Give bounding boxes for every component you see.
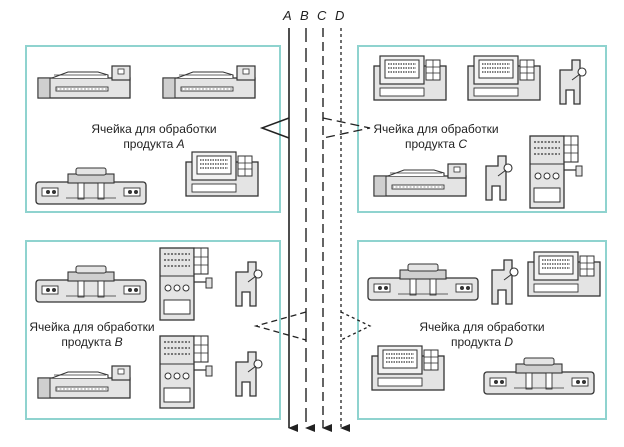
cell-label-d: Ячейка для обработки продукта D — [392, 320, 572, 350]
cell-label-b: Ячейка для обработки продукта B — [2, 320, 182, 350]
cell-label-line2: продукта D — [392, 335, 572, 350]
cnc-machine-icon — [186, 152, 258, 196]
lathe-icon — [38, 366, 130, 398]
lathe-icon — [38, 66, 130, 98]
cnc-machine-icon — [372, 346, 444, 390]
drill-press-icon — [236, 352, 262, 396]
branch-to-cell-a — [262, 118, 289, 138]
branch-to-cell-b — [256, 312, 306, 340]
flow-label-c: C — [317, 8, 326, 23]
cell-label-a: Ячейка для обработки продукта A — [64, 122, 244, 152]
branch-to-cell-d — [341, 312, 370, 340]
lathe-icon — [163, 66, 255, 98]
cell-label-line2: продукта C — [346, 137, 526, 152]
cell-label-line1: Ячейка для обработки — [2, 320, 182, 335]
flow-label-a: A — [283, 8, 292, 23]
milling-machine-icon — [368, 264, 478, 300]
flow-label-b: B — [300, 8, 309, 23]
drill-press-icon — [236, 262, 262, 306]
cell-label-line1: Ячейка для обработки — [346, 122, 526, 137]
milling-machine-icon — [484, 358, 594, 394]
cnc-machine-icon — [528, 252, 600, 296]
machining-center-icon — [530, 136, 582, 208]
cell-label-line1: Ячейка для обработки — [392, 320, 572, 335]
milling-machine-icon — [36, 266, 146, 302]
cell-label-c: Ячейка для обработки продукта C — [346, 122, 526, 152]
flow-label-d: D — [335, 8, 344, 23]
cell-label-line1: Ячейка для обработки — [64, 122, 244, 137]
cell-label-line2: продукта B — [2, 335, 182, 350]
drill-press-icon — [560, 60, 586, 104]
milling-machine-icon — [36, 168, 146, 204]
cnc-machine-icon — [468, 56, 540, 100]
cnc-machine-icon — [374, 56, 446, 100]
lathe-icon — [374, 164, 466, 196]
cell-label-line2: продукта A — [64, 137, 244, 152]
drill-press-icon — [492, 260, 518, 304]
drill-press-icon — [486, 156, 512, 200]
machining-center-icon — [160, 248, 212, 320]
